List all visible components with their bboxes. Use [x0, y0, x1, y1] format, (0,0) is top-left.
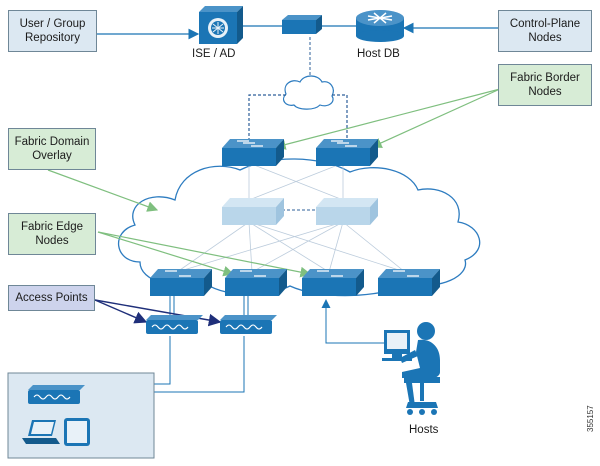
arrow-ap-1: [94, 299, 148, 324]
edge-switch-3-icon: [302, 269, 364, 296]
host-to-edge-link: [321, 299, 388, 344]
management-switch-icon: [282, 15, 322, 34]
host-db-label: Host DB: [357, 48, 400, 60]
hosts-label: Hosts: [409, 424, 439, 436]
dashed-link-right: [332, 94, 348, 140]
host-db-router-icon: [356, 10, 404, 42]
ise-ad-label: ISE / AD: [192, 48, 236, 60]
figure-id-label: 355157: [586, 405, 595, 432]
edge-switch-4-icon: [378, 269, 440, 296]
laptop-icon: [22, 420, 60, 444]
edge-switch-1-icon: [150, 269, 212, 296]
control-plane-nodes-label: Control-Plane Nodes: [509, 18, 581, 44]
arrow-border-1: [274, 88, 501, 150]
fabric-border-nodes-label: Fabric Border Nodes: [510, 72, 580, 98]
intermediate-switch-right-icon: [316, 198, 378, 225]
access-point-1-icon: [146, 315, 203, 334]
access-point-2-icon: [220, 315, 277, 334]
fabric-domain-overlay-callout: Fabric Domain Overlay: [8, 128, 96, 170]
edge-switch-2-icon: [225, 269, 287, 296]
intermediate-switch-left-icon: [222, 198, 284, 225]
dashed-link-left: [248, 94, 286, 140]
small-cloud: [282, 75, 334, 110]
client-access-point-icon: [28, 385, 85, 404]
ap2-to-client-link: [152, 336, 245, 393]
access-points-label: Access Points: [15, 292, 88, 304]
fabric-edge-nodes-callout: Fabric Edge Nodes: [8, 213, 96, 255]
arrow-edge-2: [97, 231, 312, 278]
user-group-repository-callout: User / Group Repository: [8, 10, 97, 52]
border-switch-left-icon: [222, 139, 284, 166]
host-user-icon: [382, 322, 440, 415]
arrow-overlay: [47, 169, 159, 212]
access-points-callout: Access Points: [8, 285, 95, 311]
fabric-edge-nodes-label: Fabric Edge Nodes: [20, 221, 83, 247]
tablet-icon: [64, 418, 90, 446]
ise-ad-server-icon: [199, 6, 243, 44]
fabric-border-nodes-callout: Fabric Border Nodes: [498, 64, 592, 106]
control-plane-nodes-callout: Control-Plane Nodes: [498, 10, 592, 52]
fabric-mesh: [176, 162, 406, 273]
arrow-border-2: [370, 88, 501, 148]
fabric-domain-overlay-label: Fabric Domain Overlay: [14, 136, 90, 162]
border-switch-right-icon: [316, 139, 378, 166]
arrow-edge-1: [97, 231, 235, 277]
user-group-repository-label: User / Group Repository: [19, 18, 86, 44]
